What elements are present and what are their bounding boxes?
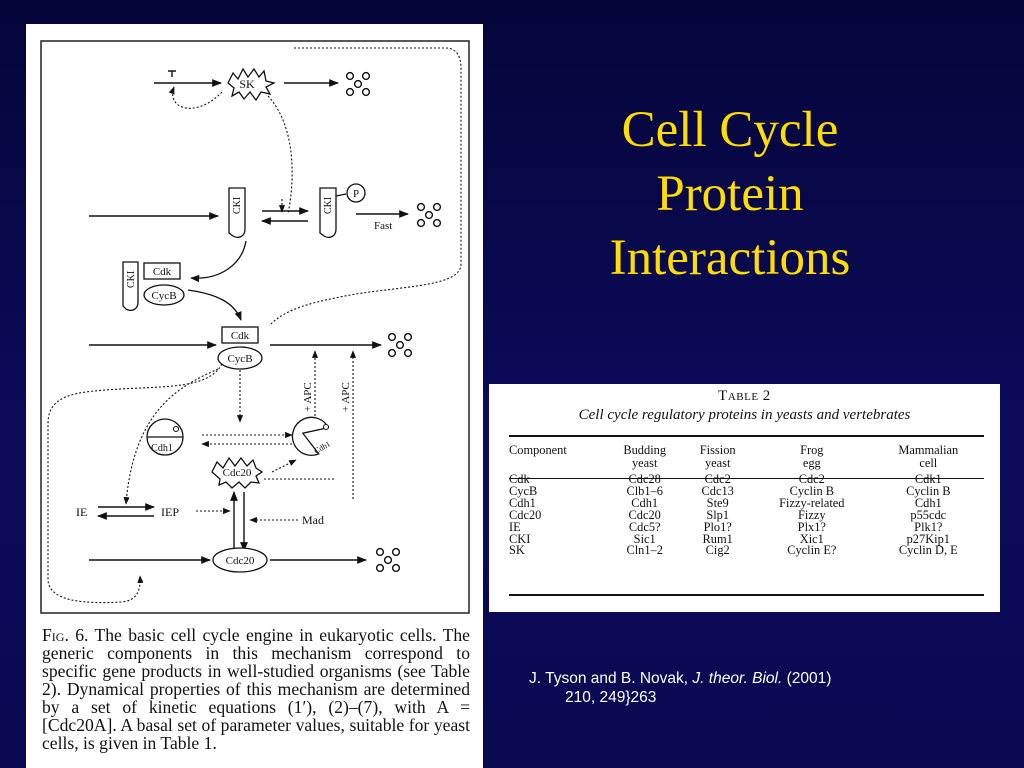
citation-pages: 210, 249}263 bbox=[565, 689, 657, 706]
cdh1-label: Cdh1 bbox=[151, 443, 173, 454]
table-bottom-rule bbox=[509, 594, 984, 596]
cdh1-pacman-shape bbox=[291, 416, 330, 456]
table-top-rule bbox=[509, 435, 984, 437]
complex-cycb-label: CycB bbox=[151, 290, 176, 302]
pacman-eye bbox=[322, 423, 330, 431]
fast-label: Fast bbox=[374, 220, 392, 232]
cdc20-active-star bbox=[211, 456, 264, 489]
cdk-box bbox=[221, 326, 259, 344]
table-panel: Table 2 Cell cycle regulatory proteins i… bbox=[489, 384, 1000, 612]
figure-panel: SK CKI CKI P Fast CKI Cdk CycB bbox=[26, 24, 483, 768]
iep-label: IEP bbox=[161, 505, 179, 519]
phosphate-link bbox=[335, 193, 347, 197]
citation-authors: J. Tyson and B. Novak, bbox=[529, 670, 689, 687]
complex-cdk-box bbox=[143, 262, 181, 280]
citation-journal: J. theor. Biol. bbox=[692, 670, 783, 687]
caption-lead: Fig. 6. bbox=[42, 625, 89, 645]
figure-caption: Fig. 6. The basic cell cycle engine in e… bbox=[42, 626, 470, 752]
cycb-label: CycB bbox=[227, 353, 252, 365]
degradation-icon-1 bbox=[345, 71, 371, 97]
phosphate-label: P bbox=[353, 188, 359, 200]
complex-cycb-ellipse bbox=[143, 284, 185, 306]
association-arrow bbox=[190, 240, 247, 283]
citation: J. Tyson and B. Novak, J. theor. Biol. (… bbox=[529, 669, 949, 707]
sk-inhibition-bar bbox=[168, 70, 176, 77]
table-caption-title: Cell cycle regulatory proteins in yeasts… bbox=[578, 407, 911, 423]
cdk-to-cdc20-dotted bbox=[47, 363, 223, 604]
phosphate-circle bbox=[346, 183, 366, 203]
cdh1-eye bbox=[172, 425, 180, 433]
cdc20-to-cdh1-dotted bbox=[271, 459, 297, 473]
ie-label: IE bbox=[76, 505, 87, 519]
cki-phospho-shape bbox=[319, 187, 337, 238]
complex-cdk-label: Cdk bbox=[153, 266, 172, 278]
cell-cycle-diagram: SK CKI CKI P Fast CKI Cdk CycB bbox=[40, 40, 470, 614]
degradation-icon-2 bbox=[416, 202, 442, 228]
degradation-icon-4 bbox=[375, 547, 401, 573]
cdh1-pacman-label: Cdh1 bbox=[313, 439, 333, 455]
header-component: Component bbox=[509, 443, 567, 457]
mad-label: Mad bbox=[302, 513, 324, 527]
cdc20-active-label: Cdc20 bbox=[223, 467, 252, 479]
cki-shape bbox=[228, 187, 246, 238]
title-line-2: Protein bbox=[656, 166, 804, 222]
cdc20-ellipse bbox=[212, 547, 268, 573]
cki-phospho-label: CKI bbox=[323, 197, 334, 214]
citation-year: (2001) bbox=[786, 670, 832, 687]
slide-title: Cell Cycle Protein Interactions bbox=[560, 98, 900, 290]
sk-feedback-dotted bbox=[168, 86, 223, 109]
complex-cki-label: CKI bbox=[126, 271, 137, 288]
table-header-rule bbox=[509, 478, 984, 479]
apc-label-2: + APC bbox=[340, 382, 352, 412]
dissociation-arrow bbox=[187, 289, 242, 321]
cdk-to-ie-dotted bbox=[123, 368, 219, 505]
cdc20-label: Cdc20 bbox=[226, 555, 255, 567]
degradation-icon-3 bbox=[387, 332, 413, 358]
complex-cki-shape bbox=[122, 261, 139, 311]
cycb-ellipse bbox=[217, 346, 263, 370]
caption-text: The basic cell cycle engine in eukaryoti… bbox=[42, 625, 470, 753]
cki-label: CKI bbox=[232, 197, 243, 214]
figure-frame bbox=[40, 40, 470, 614]
apc-label-1: + APC bbox=[302, 382, 314, 412]
sk-to-cki-dotted bbox=[267, 95, 293, 215]
title-line-3: Interactions bbox=[609, 230, 851, 286]
table-caption-number: Table 2 bbox=[718, 388, 771, 404]
title-line-1: Cell Cycle bbox=[621, 102, 839, 158]
cdk-label: Cdk bbox=[231, 330, 250, 342]
sk-label: SK bbox=[239, 77, 255, 91]
sk-star-shape bbox=[227, 67, 276, 102]
